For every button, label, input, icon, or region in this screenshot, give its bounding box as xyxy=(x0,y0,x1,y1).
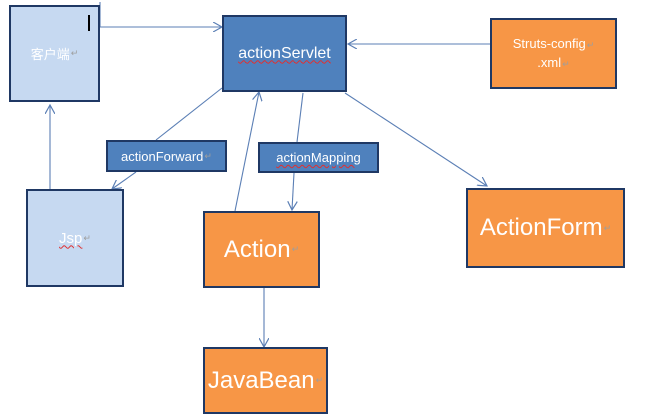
paragraph-mark-icon: ↵ xyxy=(315,375,324,385)
paragraph-mark-icon: ↵ xyxy=(204,150,212,161)
line-servlet-to-mapping xyxy=(296,92,304,143)
action-node[interactable]: Action↵ xyxy=(203,211,320,288)
struts-config-node[interactable]: Struts-config↵ .xml↵ xyxy=(490,18,617,89)
arrow-mapping-to-action xyxy=(292,172,294,210)
java-bean-node[interactable]: JavaBean↵ xyxy=(203,347,328,414)
action-form-label: ActionForm xyxy=(479,214,603,241)
action-forward-label: actionForward xyxy=(121,148,204,164)
paragraph-mark-icon: ↵ xyxy=(83,232,91,243)
arrow-action-to-servlet xyxy=(234,92,259,212)
java-bean-label: JavaBean xyxy=(207,366,315,394)
action-servlet-node[interactable]: actionServlet xyxy=(222,15,347,92)
line-servlet-to-forward xyxy=(155,87,223,141)
paragraph-mark-icon: ↵ xyxy=(562,58,570,69)
paragraph-mark-icon: ↵ xyxy=(603,222,612,233)
action-mapping-label: actionMapping xyxy=(276,150,361,165)
client-label: 客户端 xyxy=(30,47,70,62)
action-mapping-node[interactable]: actionMapping xyxy=(258,142,379,173)
arrow-forward-to-jsp xyxy=(112,171,137,189)
jsp-node[interactable]: Jsp↵ xyxy=(26,189,124,287)
client-node[interactable]: 客户端↵ xyxy=(9,5,100,102)
struts-config-label-line2: .xml xyxy=(537,54,562,70)
text-cursor xyxy=(88,15,90,31)
action-label: Action xyxy=(223,235,291,263)
arrow-servlet-to-form xyxy=(344,92,487,186)
jsp-label: Jsp xyxy=(59,229,83,247)
paragraph-mark-icon: ↵ xyxy=(70,48,79,58)
action-form-node[interactable]: ActionForm↵ xyxy=(466,188,625,268)
paragraph-mark-icon: ↵ xyxy=(586,39,595,50)
action-forward-node[interactable]: actionForward↵ xyxy=(106,140,227,172)
action-servlet-label: actionServlet xyxy=(238,44,331,62)
paragraph-mark-icon: ↵ xyxy=(291,244,300,254)
struts-config-label-line1: Struts-config xyxy=(512,35,586,51)
